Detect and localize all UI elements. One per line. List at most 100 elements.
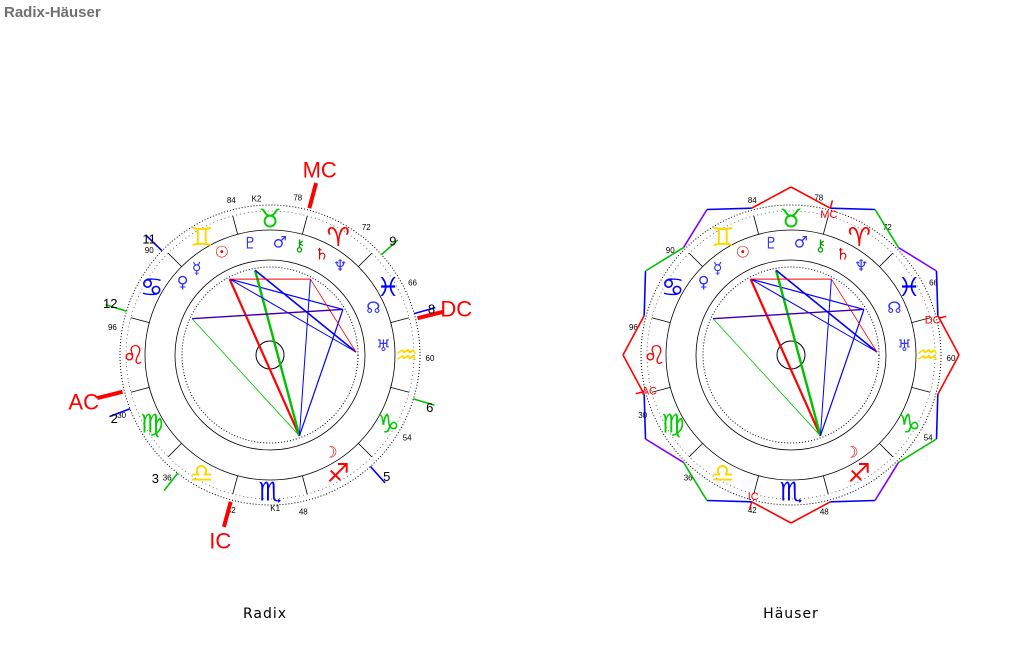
house-star-edge bbox=[935, 394, 939, 440]
aries-sign: ♈ bbox=[327, 223, 350, 253]
zodiac-ring bbox=[144, 229, 396, 481]
sign-divider bbox=[651, 386, 671, 393]
house-number: 6 bbox=[426, 400, 433, 415]
house-star-edge bbox=[874, 462, 900, 501]
aspect-line bbox=[310, 278, 357, 353]
cancer-sign: ♋ bbox=[140, 273, 163, 303]
chiron-glyph: ⚷ bbox=[815, 236, 827, 255]
house-star-edge bbox=[645, 246, 684, 272]
house-star-edge bbox=[643, 394, 647, 440]
sign-divider bbox=[232, 475, 239, 495]
outer-tick-ring-inner bbox=[125, 210, 415, 500]
house-star-edge bbox=[935, 270, 939, 316]
degree-label: 72 bbox=[362, 223, 371, 232]
mercury-glyph: ☿ bbox=[192, 259, 202, 278]
house-star-edge bbox=[937, 354, 960, 395]
aspect-line bbox=[191, 318, 300, 437]
degree-label: 66 bbox=[929, 278, 938, 287]
sign-divider bbox=[130, 386, 150, 393]
degree-ring bbox=[181, 266, 359, 444]
sun-glyph: ☉ bbox=[736, 243, 750, 262]
scorpio-sign: ♏ bbox=[779, 478, 802, 508]
house-star-edge bbox=[751, 501, 792, 524]
house-star-edge bbox=[643, 270, 647, 316]
aries-sign: ♈ bbox=[848, 223, 871, 253]
aspect-line bbox=[229, 278, 344, 311]
axis-ic-label: IC bbox=[748, 491, 759, 503]
degree-label: 84 bbox=[748, 196, 757, 205]
pisces-sign: ♓ bbox=[377, 273, 400, 303]
chiron-glyph: ⚷ bbox=[294, 236, 306, 255]
axis-ac-label: AC bbox=[642, 385, 657, 397]
aspect-line bbox=[229, 278, 357, 353]
sun-glyph: ☉ bbox=[215, 243, 229, 262]
inner-ring bbox=[174, 259, 366, 451]
degree-label: 42 bbox=[748, 506, 757, 515]
aspect-line bbox=[254, 269, 357, 353]
house-star-edge bbox=[830, 499, 876, 503]
aspect-line bbox=[228, 278, 301, 437]
degree-label: 36 bbox=[163, 474, 172, 483]
degree-label: 66 bbox=[408, 278, 417, 287]
sign-divider bbox=[651, 317, 671, 324]
house-star-edge bbox=[790, 501, 831, 524]
house-star-edge bbox=[898, 438, 937, 464]
sign-divider bbox=[879, 443, 894, 458]
aquarius-sign: ♒ bbox=[916, 341, 939, 371]
house-star-edge bbox=[706, 499, 752, 503]
degree-label: 42 bbox=[227, 506, 236, 515]
degree-label: 96 bbox=[629, 323, 638, 332]
sign-divider bbox=[301, 215, 308, 235]
house-cusp-line bbox=[105, 303, 127, 312]
outer-tick-ring-inner bbox=[646, 210, 936, 500]
degree-label: 30 bbox=[638, 411, 647, 420]
outer-tick-ring bbox=[640, 204, 942, 506]
uranus-glyph: ♅ bbox=[897, 336, 911, 355]
node-glyph: ☊ bbox=[366, 298, 380, 317]
window-title: Radix-Häuser bbox=[4, 4, 101, 21]
gemini-sign: ♊ bbox=[711, 223, 734, 253]
inner-ring bbox=[695, 259, 887, 451]
virgo-sign: ♍ bbox=[661, 409, 684, 439]
house-star-edge bbox=[706, 207, 752, 211]
degree-label: 90 bbox=[666, 246, 675, 255]
house-star-edge bbox=[645, 438, 684, 464]
radix-caption: Radix bbox=[242, 606, 288, 622]
house-star-edge bbox=[874, 209, 900, 248]
aspect-line bbox=[819, 309, 865, 437]
house-cusp-line bbox=[145, 234, 163, 252]
degree-label: 84 bbox=[227, 196, 236, 205]
degree-label: 96 bbox=[108, 323, 117, 332]
leo-sign: ♌ bbox=[643, 341, 666, 371]
sagittarius-sign: ♐ bbox=[327, 459, 350, 489]
axis-ac-label: AC bbox=[68, 389, 99, 414]
sign-divider bbox=[879, 252, 894, 267]
sign-divider bbox=[130, 317, 150, 324]
house-number: 9 bbox=[389, 233, 396, 248]
venus-glyph: ♀ bbox=[698, 273, 710, 292]
house-star-edge bbox=[682, 462, 708, 501]
house-cusp-line bbox=[369, 465, 386, 484]
degree-label: 48 bbox=[820, 508, 829, 517]
degree-label: 30 bbox=[117, 411, 126, 420]
degree-label: 78 bbox=[293, 193, 302, 202]
aspect-line bbox=[750, 278, 865, 311]
house-number: 3 bbox=[152, 471, 159, 486]
uranus-glyph: ♅ bbox=[376, 336, 390, 355]
outer-tick-ring bbox=[119, 204, 421, 506]
house-star-edge bbox=[682, 209, 708, 248]
house-star-edge bbox=[830, 207, 876, 211]
gemini-sign: ♊ bbox=[190, 223, 213, 253]
sign-divider bbox=[390, 386, 410, 393]
sign-divider bbox=[753, 475, 760, 495]
degree-label: 72 bbox=[883, 223, 892, 232]
house-number: 11 bbox=[142, 231, 156, 246]
node-glyph: ☊ bbox=[887, 298, 901, 317]
zodiac-ring bbox=[665, 229, 917, 481]
leo-sign: ♌ bbox=[122, 341, 145, 371]
axis-dc-label: DC bbox=[925, 315, 941, 327]
axis-dc-label: DC bbox=[440, 297, 472, 322]
